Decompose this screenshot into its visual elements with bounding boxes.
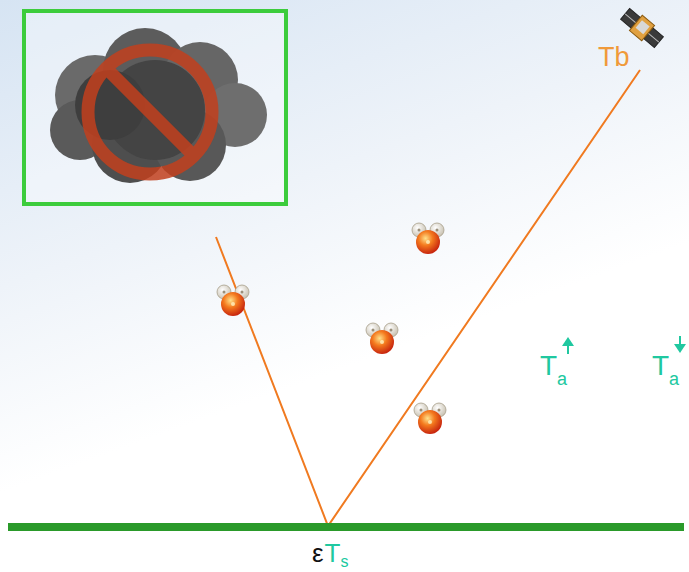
subscript-label: a [669, 370, 679, 388]
water-molecule [366, 323, 398, 354]
downwelling-arrow [674, 336, 686, 353]
water-molecule [414, 403, 446, 434]
prohibition-sign [88, 50, 212, 174]
brightness-temperature-label: Tb [598, 44, 630, 71]
subscript-label: s [340, 554, 348, 570]
temperature-symbol: T [325, 540, 341, 566]
cloud-icon [50, 28, 267, 183]
water-molecule [412, 223, 444, 254]
ground-surface [8, 523, 684, 531]
subscript-label: a [557, 370, 567, 388]
temperature-symbol: T [540, 352, 557, 380]
water-molecule [217, 285, 249, 316]
upwelling-arrow [562, 337, 574, 354]
temperature-symbol: T [652, 352, 669, 380]
emissivity-symbol: ε [312, 540, 324, 566]
cloud-box [24, 11, 286, 204]
ray-path [216, 70, 640, 526]
